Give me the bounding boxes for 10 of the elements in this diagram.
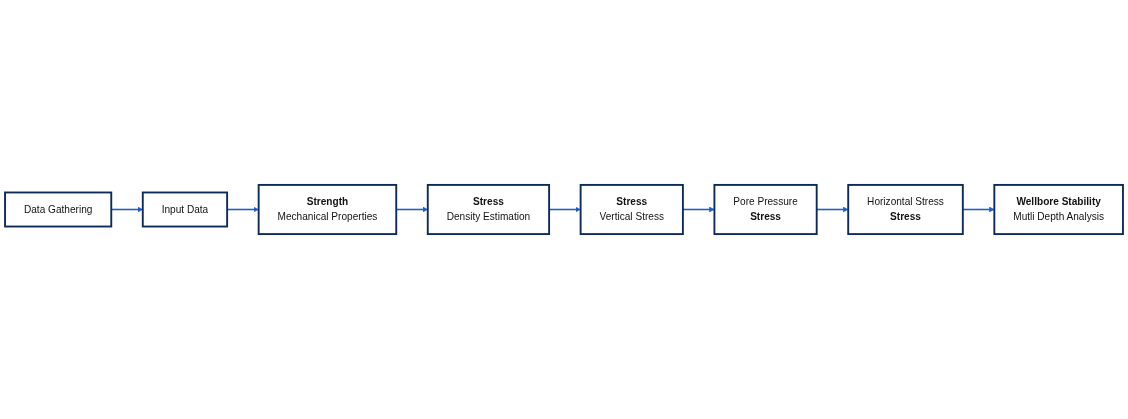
node-box: Stress Density Estimation xyxy=(426,183,551,236)
node-box: Input Data xyxy=(141,191,229,228)
node-box: Stress Vertical Stress xyxy=(579,183,684,236)
node-box: Wellbore Stability Mutli Depth Analysis xyxy=(993,183,1124,236)
node-box: Pore Pressure Stress xyxy=(713,183,818,236)
arrow xyxy=(682,206,715,213)
node-box: Horizontal Stress Stress xyxy=(847,183,964,236)
arrow xyxy=(962,206,995,213)
node-box: Data Gathering xyxy=(4,191,113,228)
node-box: Strength Mechanical Properties xyxy=(257,183,398,236)
